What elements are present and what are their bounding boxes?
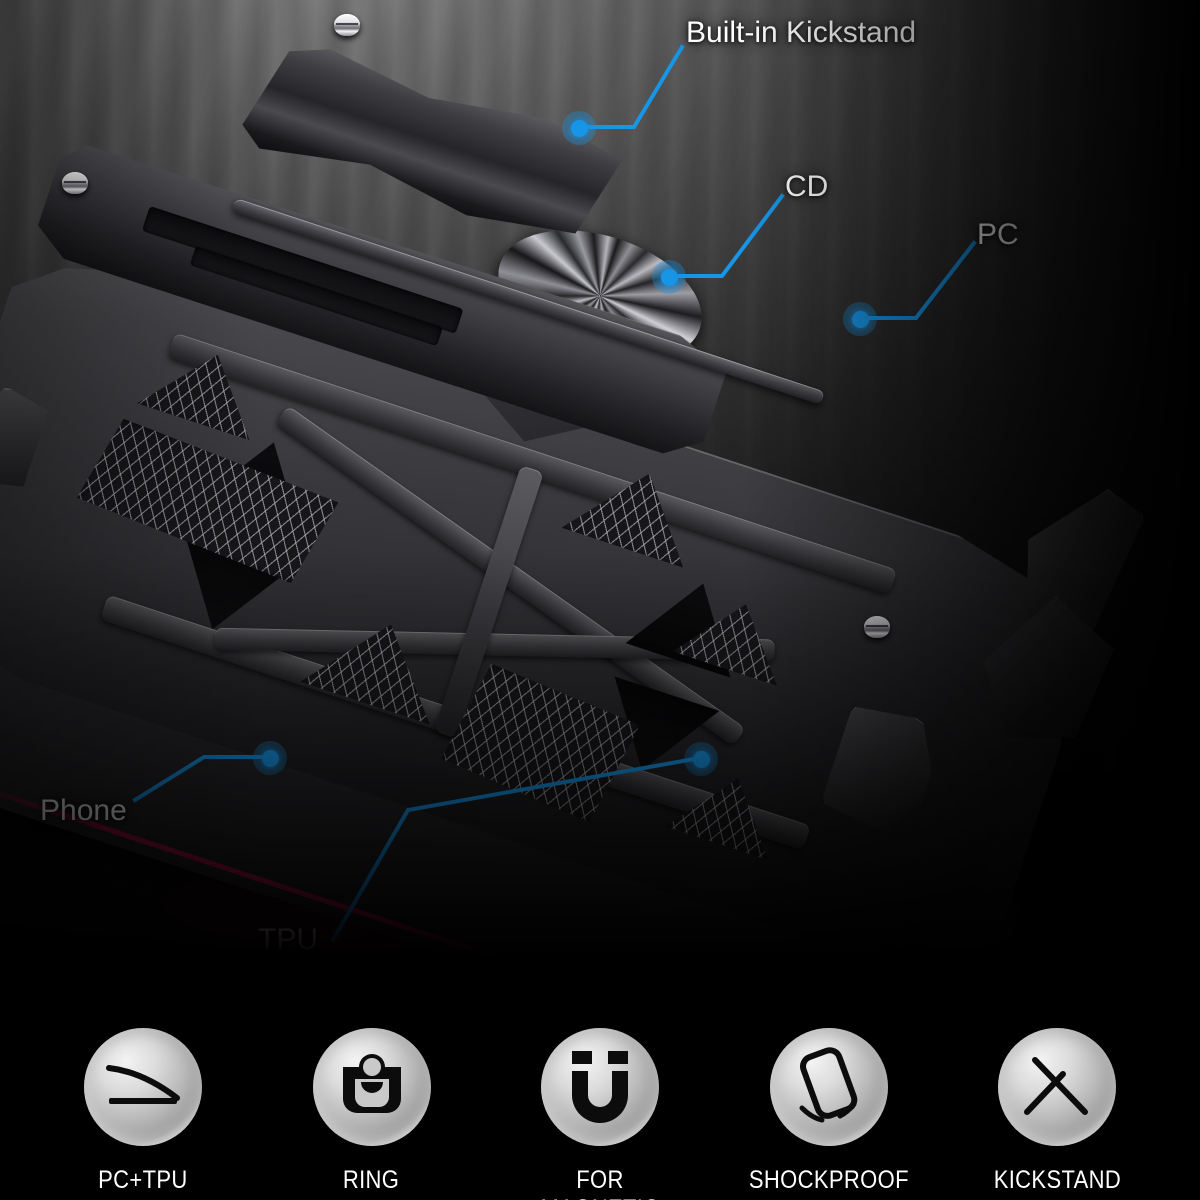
feature-ring[interactable]: RING — [277, 1028, 467, 1195]
drop-phone-icon — [769, 1028, 888, 1146]
flex-curve-icon — [84, 1028, 202, 1146]
ring-holder-icon — [312, 1028, 431, 1146]
feature-label: PC+TPU — [98, 1166, 188, 1194]
feature-kickstand[interactable]: KICKSTAND — [962, 1028, 1152, 1195]
feature-label: FOR MAGNETIC — [541, 1166, 660, 1200]
feature-shockproof[interactable]: SHOCKPROOF — [734, 1028, 924, 1195]
crossed-stand-icon — [998, 1028, 1116, 1146]
feature-for-magnetic[interactable]: FOR MAGNETIC — [505, 1028, 695, 1200]
feature-label: RING — [343, 1166, 400, 1194]
horseshoe-magnet-icon — [541, 1028, 659, 1146]
feature-label: KICKSTAND — [993, 1166, 1121, 1194]
feature-pc-tpu[interactable]: PC+TPU — [48, 1028, 238, 1195]
feature-strip: PC+TPU RING FOR MAGNETIC — [0, 1000, 1200, 1200]
feature-label: SHOCKPROOF — [748, 1166, 909, 1194]
